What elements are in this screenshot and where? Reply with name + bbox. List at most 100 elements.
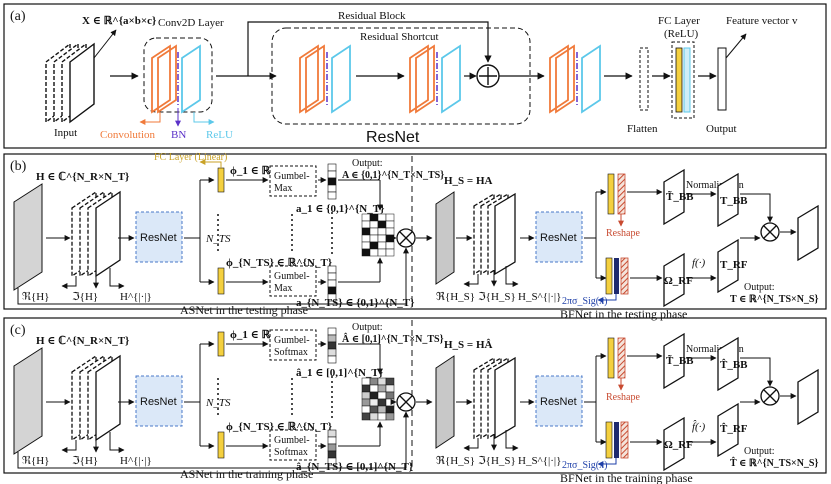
panel-c: (c)H ∈ ℂ^{N_R×N_T}ℜ{H}ℑ{H}H^{|·|}ResNetN… (3, 317, 827, 484)
f-function-label: f̂(·) (692, 420, 705, 433)
a1-label: a_1 ∈ {0,1}^{N_T} (296, 203, 384, 215)
a1-label: â_1 ∈ [0,1]^{N_T} (296, 367, 383, 379)
output-a-cell (361, 412, 371, 421)
post-residual-layer-stack (549, 44, 601, 114)
residual-shortcut-label: Residual Shortcut (360, 31, 439, 43)
legend-convolution: Convolution (100, 129, 156, 141)
output-a-cell (385, 391, 395, 400)
asnet-resnet-box (135, 375, 183, 427)
legend-bn: BN (171, 129, 186, 141)
output-a-cell (385, 412, 395, 421)
gumbel-bottom-line2: Softmax (274, 447, 308, 458)
im-hs-label: ℑ{H_S} (478, 291, 516, 303)
bfnet-fc-top (607, 337, 615, 379)
re-hs-label: ℜ{H_S} (436, 455, 475, 467)
tbb-tilde-label: T̃_BB (666, 354, 694, 367)
panel-b: (b)H ∈ ℂ^{N_R×N_T}ℜ{H}ℑ{H}H^{|·|}ResNetN… (3, 152, 827, 321)
output-a-cell (361, 384, 371, 393)
bfnet-resnet-box (535, 211, 583, 263)
fc-layer-box (671, 41, 695, 119)
input-label: Input (54, 127, 77, 139)
gumbel-box-bottom (269, 265, 317, 297)
output-vector (717, 47, 727, 111)
panel_c-frame (3, 317, 827, 474)
abs-h-label: H^{|·|} (120, 291, 152, 303)
a1-vector-cell (327, 177, 337, 186)
a1-vector-cell (327, 355, 337, 364)
abs-hs-label: H_S^{|·|} (518, 455, 561, 467)
channel-matrix-H (13, 347, 43, 455)
output-a-cell (369, 412, 379, 421)
normalization-label: Normalization (686, 180, 744, 191)
bfnet-hatch-top (617, 173, 626, 215)
output-a-cell (369, 234, 379, 243)
output-a-cell (377, 241, 387, 250)
bfnet-resnet-label: ResNet (540, 396, 577, 408)
h-bypass-path (17, 247, 409, 305)
gumbel-box-top (269, 165, 317, 197)
resnet-caption: ResNet (366, 129, 420, 146)
gumbel-top-line2: Softmax (274, 347, 308, 358)
fc-layer-weights (675, 47, 683, 113)
hs-matrix (435, 191, 455, 285)
im-hs-label: ℑ{H_S} (478, 455, 516, 467)
output-a-cell (361, 248, 371, 257)
gumbel-bottom-line1: Gumbel- (274, 435, 310, 446)
output-a-cell (377, 220, 387, 229)
bfnet-hatch-top (617, 337, 626, 379)
gumbel-top-line1: Gumbel- (274, 171, 310, 182)
ants-label: â_{N_TS} ∈ [0,1]^{N_T} (296, 461, 413, 473)
ants-vector-cell (327, 457, 337, 466)
hs-split-layer (494, 356, 516, 440)
conv2d-label: Conv2D Layer (158, 17, 224, 29)
omega-rf-label: Ω_RF (664, 275, 693, 287)
sigmoid-label: 2πσ_Sig(x) (562, 460, 607, 471)
residual-layer-stack-1 (299, 44, 351, 114)
output-a-cell (361, 234, 371, 243)
output-a-cell (369, 213, 379, 222)
asnet-caption: ASNet in the training phase (180, 467, 313, 481)
trf-block (717, 402, 739, 458)
residual-layer-stack-2 (409, 44, 461, 114)
a1-vector-cell (327, 163, 337, 172)
output-a-cell (377, 213, 387, 222)
output-a-cell (369, 248, 379, 257)
bfnet-caption: BFNet in the training phase (560, 471, 693, 484)
a1-vector-cell (327, 327, 337, 336)
fc-bar-bottom (217, 267, 225, 295)
tbb-block (717, 172, 739, 228)
input-tensor (45, 42, 95, 124)
gumbel-bottom-line1: Gumbel- (274, 271, 310, 282)
omega-rf-block (663, 416, 685, 472)
bfnet-fc-bottom (605, 421, 613, 459)
output-t-block (797, 204, 819, 262)
output-a-cell (369, 391, 379, 400)
omega-rf-block (663, 252, 685, 308)
output-t-label: T̂ ∈ ℝ^{N_TS×N_S} (730, 456, 818, 469)
bfnet-navy-bottom (614, 422, 619, 458)
ants-vector-cell (327, 293, 337, 302)
omega-rf-label: Ω_RF (664, 439, 693, 451)
a1-vector-cell (327, 348, 337, 357)
bfnet-resnet-label: ResNet (540, 232, 577, 244)
output-a-cell (361, 377, 371, 386)
abs-hs-label: H_S^{|·|} (518, 291, 561, 303)
asnet-resnet-label: ResNet (140, 396, 177, 408)
output-a-cell (369, 405, 379, 414)
bfnet-hatch-bottom (620, 421, 629, 459)
residual-block-label: Residual Block (338, 10, 406, 22)
output-a-cell (377, 391, 387, 400)
re-hs-label: ℜ{H_S} (436, 291, 475, 303)
panel_c-tag: (c) (10, 323, 26, 338)
trf-block (717, 238, 739, 294)
output-a-cell (385, 405, 395, 414)
asnet-caption: ASNet in the testing phase (180, 303, 308, 317)
panel_b-frame (3, 153, 827, 310)
tbb-tilde-block (663, 332, 685, 390)
output-a-cell (385, 213, 395, 222)
output-a-cell (377, 248, 387, 257)
output-a-cell (369, 377, 379, 386)
a1-vector-cell (327, 341, 337, 350)
hs-label: H_S = HÂ (444, 339, 492, 351)
